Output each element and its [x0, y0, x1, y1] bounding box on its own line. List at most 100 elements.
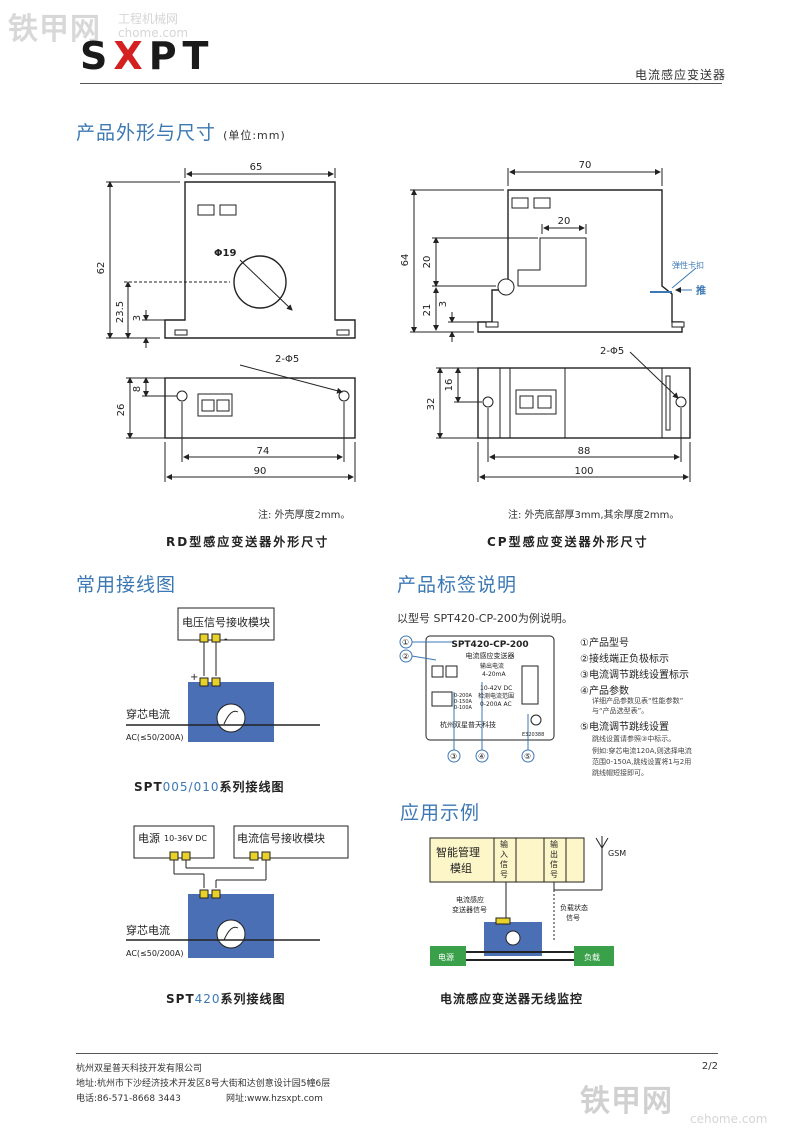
cp-outer-label: 100: [574, 466, 593, 477]
rd-depth-label: 26: [116, 404, 127, 417]
legend-sub-5a: 跳线设置请参照③中标示。: [592, 735, 676, 743]
cp-width-label: 70: [579, 160, 592, 171]
wiring1-ac-label: AC(≤50/200A): [126, 733, 183, 742]
label-range-1: 0-200A: [454, 693, 473, 699]
rd-height-label: 62: [96, 262, 107, 275]
watermark-bottom-url: cehome.com: [690, 1112, 768, 1126]
cp-note: 注: 外壳底部厚3mm,其余厚度2mm。: [508, 510, 680, 521]
rd-hole-center-label: 23.5: [115, 301, 126, 323]
app-mgmt-line1: 智能管理: [436, 845, 480, 859]
label-company: 杭州双星普天科技: [440, 720, 496, 729]
cp-push-label: 推: [696, 284, 706, 297]
legend-item-2: ②接线端正负极标示: [580, 654, 669, 665]
section-title-application: 应用示例: [400, 802, 481, 824]
app-mgmt-line2: 模组: [450, 861, 472, 875]
wiring2-power-label: 电源: [138, 831, 160, 845]
rd-inner-label: 74: [257, 446, 270, 457]
section-title-label: 产品标签说明: [397, 574, 518, 596]
cp-depth-label: 32: [426, 398, 437, 411]
label-callout-4: ④: [478, 752, 485, 761]
footer-company: 杭州双星普天科技开发有限公司: [76, 1064, 203, 1074]
rd-note: 注: 外壳厚度2mm。: [258, 510, 351, 521]
app-in-1: 输: [500, 839, 508, 849]
app-load-line1: 负载状态: [560, 903, 588, 912]
rd-dimension-drawing: 65 62 Φ19 23.5 3 26 8 2-Φ5 74 90: [96, 162, 356, 482]
app-out-2: 出: [550, 849, 558, 859]
application-diagram: 智能管理 模组 输 入 信 号 输 出 信 号 GSM 电流感应 变送器信号 负…: [429, 836, 626, 966]
cp-dimension-drawing: 70 20 64 20 21 3 弹性卡扣 推 2-Φ5 32 16 88 10…: [400, 160, 706, 482]
wiring-diagram-2: 电源 10-36V DC 电流信号接收模块 穿芯电流 AC(≤50/200A): [126, 825, 349, 958]
rd-width-label: 65: [250, 162, 263, 173]
wiring1-through-label: 穿芯电流: [126, 707, 170, 721]
cp-inner-label: 88: [578, 446, 591, 457]
cp-caption: CP型感应变送器外形尺寸: [487, 535, 649, 549]
label-out1: 输出电流: [480, 662, 504, 670]
cp-offset-label: 16: [444, 379, 455, 392]
cp-height-label: 64: [400, 254, 411, 267]
page-number: 2/2: [701, 1061, 718, 1072]
label-callout-5: ⑤: [524, 752, 531, 761]
app-sensor-line1: 电流感应: [456, 895, 484, 904]
app-in-2: 入: [500, 850, 508, 859]
label-code: E320388: [522, 732, 544, 738]
cp-slot-height-label: 20: [422, 256, 433, 269]
app-in-3: 信: [500, 859, 508, 869]
legend-sub-5c: 范围0-150A,跳线设置将1与2用: [592, 758, 692, 766]
cp-foot-label: 3: [438, 301, 449, 307]
product-label-drawing: ① ② ③ ④ ⑤ SPT420-CP-200 电流感应变送器 输出电流 4-2…: [399, 635, 555, 763]
rd-foot-label: 3: [132, 315, 143, 321]
label-range-3: 0-100A: [454, 705, 473, 711]
wiring2-power-spec: 10-36V DC: [164, 834, 207, 843]
wiring2-module-label: 电流信号接收模块: [237, 831, 325, 845]
watermark-top: 铁甲网: [8, 12, 101, 47]
wiring1-caption: SPT005/010系列接线图: [134, 780, 285, 794]
label-out4: 检测电流范围: [478, 692, 514, 700]
label-out2: 4-20mA: [482, 671, 506, 678]
label-model: SPT420-CP-200: [451, 640, 528, 650]
footer-rule: [76, 1053, 718, 1054]
rd-outer-label: 90: [254, 466, 267, 477]
label-intro: 以型号 SPT420-CP-200为例说明。: [397, 612, 573, 625]
rd-offset-label: 8: [132, 386, 143, 392]
wiring1-minus-label: -: [224, 634, 228, 645]
label-out3: 10-42V DC: [480, 685, 512, 692]
label-out5: 0-200A AC: [480, 701, 512, 708]
cp-screw-label: 2-Φ5: [600, 346, 624, 357]
footer-website: 网址:www.hzsxpt.com: [226, 1094, 323, 1104]
section-title-wiring: 常用接线图: [76, 574, 177, 596]
app-gsm: GSM: [608, 849, 626, 858]
wiring2-through-label: 穿芯电流: [126, 923, 170, 937]
footer-address: 地址:杭州市下沙经济技术开发区8号大街和达创意设计园5幢6层: [76, 1079, 331, 1089]
app-out-4: 号: [550, 870, 558, 879]
app-out-1: 输: [550, 839, 558, 849]
legend-sub-5d: 跳线帽短接即可。: [592, 769, 648, 777]
watermark-bottom: 铁甲网: [580, 1084, 673, 1119]
app-load-line2: 信号: [566, 913, 580, 922]
cp-slot-label: 20: [558, 216, 571, 227]
watermark-top-url: chome.com: [118, 26, 189, 40]
header-rule: [80, 83, 722, 84]
app-out-3: 信: [550, 859, 558, 869]
wiring2-caption: SPT420系列接线图: [166, 992, 286, 1006]
label-range-2: 0-150A: [454, 699, 473, 705]
watermark-top-sub: 工程机械网: [118, 12, 179, 26]
wiring-diagram-1: 电压信号接收模块 + - 穿芯电流 AC(≤50/200A): [126, 607, 320, 742]
legend-item-4: ④产品参数: [580, 686, 629, 697]
app-sensor-line2: 变送器信号: [452, 905, 487, 914]
legend-sub-5b: 例如:穿芯电流120A,则选择电流: [592, 747, 692, 755]
rd-caption: RD型感应变送器外形尺寸: [166, 535, 330, 549]
legend-sub-4b: 与“产品选型表”。: [592, 707, 649, 715]
label-callout-1: ①: [402, 638, 409, 647]
rd-screw-label: 2-Φ5: [275, 354, 299, 365]
legend-sub-4a: 详细产品参数见表“性能参数”: [592, 697, 684, 705]
app-in-4: 号: [500, 870, 508, 879]
rd-hole-label: Φ19: [214, 248, 236, 259]
label-name: 电流感应变送器: [466, 651, 515, 660]
legend-item-5: ⑤电流调节跳线设置: [580, 722, 669, 733]
application-caption: 电流感应变送器无线监控: [440, 992, 584, 1006]
section-title-dimensions: 产品外形与尺寸 (单位:mm): [76, 122, 286, 144]
cp-foot-height-label: 21: [422, 304, 433, 317]
legend-item-3: ③电流调节跳线设置标示: [580, 670, 689, 681]
wiring2-ac-label: AC(≤50/200A): [126, 949, 183, 958]
wiring1-plus-label: +: [190, 672, 198, 683]
